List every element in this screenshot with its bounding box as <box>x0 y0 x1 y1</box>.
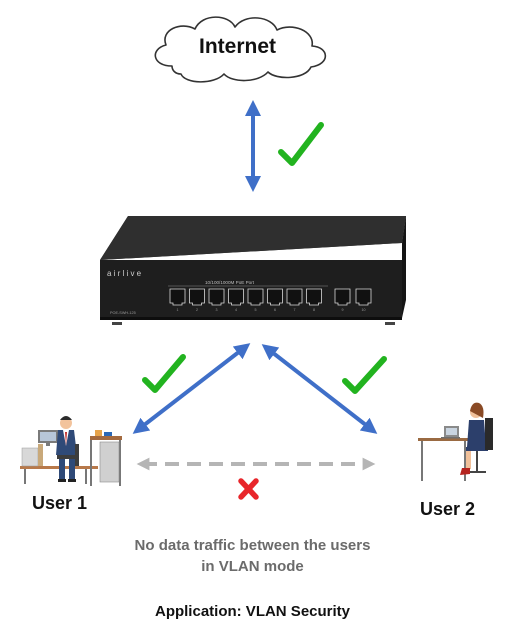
vlan-note-line2: in VLAN mode <box>201 558 304 575</box>
vlan-note: No data traffic between the users in VLA… <box>0 535 505 577</box>
switch-port <box>169 288 186 306</box>
switch-port-number: 1 <box>177 308 179 312</box>
vlan-note-line1: No data traffic between the users <box>134 537 371 554</box>
switch-port <box>286 288 303 306</box>
switch-port-number: 7 <box>294 308 296 312</box>
switch-port-number: 6 <box>274 308 276 312</box>
network-switch: airlive 10/100/1000M PoE Port POE-SWH-12… <box>100 216 406 325</box>
cloud-icon <box>154 16 327 83</box>
application-caption: Application: VLAN Security <box>154 603 351 620</box>
switch-port-number: 8 <box>313 308 315 312</box>
user2-label: User 2 <box>420 499 476 519</box>
check-icon-internet <box>278 122 324 166</box>
switch-port-number: 10 <box>362 308 366 312</box>
user1-label: User 1 <box>32 493 88 513</box>
user2-link-arrow <box>261 344 378 434</box>
user1-illustration <box>20 416 122 486</box>
switch-port-number: 9 <box>342 308 344 312</box>
check-icon-user2 <box>342 356 387 394</box>
switch-port <box>228 288 244 306</box>
switch-port-number: 2 <box>196 308 198 312</box>
switch-port-number: 5 <box>255 308 257 312</box>
switch-model-label: POE-SWH-125 <box>110 311 136 315</box>
port-labels: 1 2 3 4 5 6 7 8 9 10 <box>177 308 366 312</box>
switch-port-number: 4 <box>235 308 237 312</box>
switch-port <box>247 288 264 306</box>
switch-port <box>189 288 205 306</box>
cross-icon <box>238 478 259 500</box>
switch-brand-logo: airlive <box>107 269 143 278</box>
internet-label: Internet <box>199 35 277 58</box>
switch-port <box>306 288 322 306</box>
user2-illustration <box>418 402 493 481</box>
switch-port <box>355 288 372 306</box>
switch-port <box>208 288 225 306</box>
switch-port-number: 3 <box>216 308 218 312</box>
check-icon-user1 <box>142 354 186 393</box>
switch-port <box>334 288 351 306</box>
user1-link-arrow <box>132 343 251 434</box>
switch-port-group-label: 10/100/1000M PoE Port <box>205 280 255 285</box>
switch-port <box>267 288 283 306</box>
port-row <box>169 288 372 306</box>
